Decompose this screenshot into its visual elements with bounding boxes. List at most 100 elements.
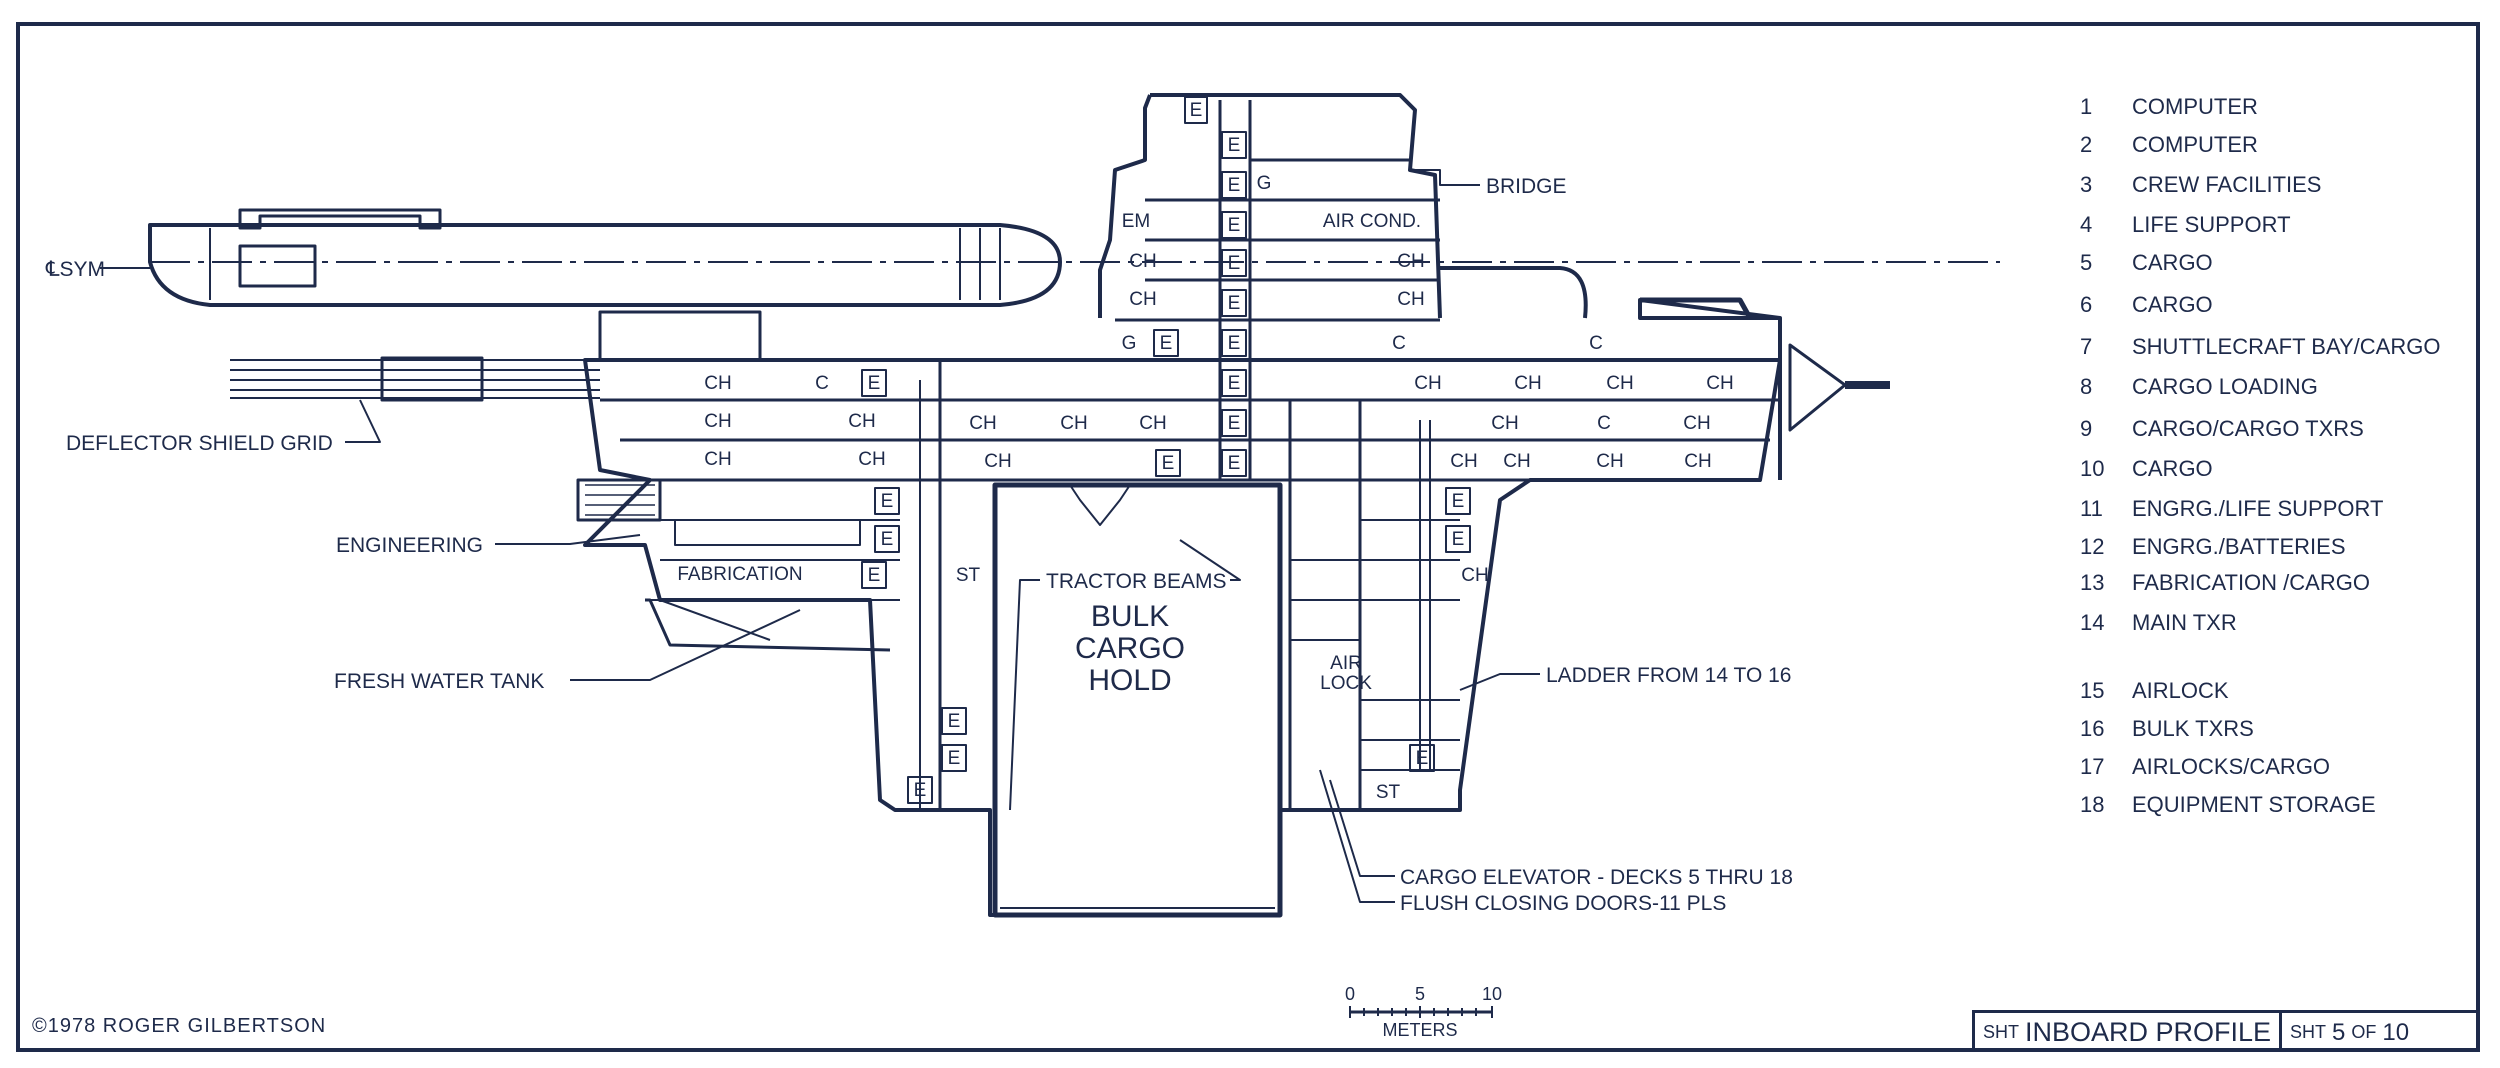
elevator-e: E — [1228, 253, 1241, 274]
room-ch: CH — [1129, 289, 1156, 310]
legend-number: 8 — [2080, 374, 2093, 399]
copyright-notice: ©1978 ROGER GILBERTSON — [32, 1015, 327, 1037]
room-ch: CH — [848, 411, 875, 432]
bulk-cargo-label: HOLD — [1088, 664, 1171, 697]
callout-leaders — [100, 169, 1540, 903]
room-ch: CH — [1060, 413, 1087, 434]
room-ch: CH — [1683, 413, 1710, 434]
legend-text: CARGO — [2132, 250, 2213, 275]
room-st: ST — [1376, 782, 1401, 803]
room-ch: CH — [704, 449, 731, 470]
elevator-e: E — [1160, 333, 1173, 354]
legend-number: 18 — [2080, 792, 2105, 817]
room-ch: CH — [1397, 289, 1424, 310]
elevator-e: E — [1228, 373, 1241, 394]
legend-text: CARGO/CARGO TXRS — [2132, 416, 2364, 441]
room-c: C — [1392, 333, 1406, 354]
legend-number: 7 — [2080, 334, 2093, 359]
room-air-lock: LOCK — [1320, 673, 1372, 694]
elevator-e: E — [1228, 215, 1241, 236]
sheet-of: OF — [2351, 1022, 2377, 1042]
room-c: C — [1597, 413, 1611, 434]
elevator-e: E — [1228, 413, 1241, 434]
room-ch: CH — [704, 373, 731, 394]
room-c: C — [1589, 333, 1603, 354]
legend-text: COMPUTER — [2132, 132, 2258, 157]
scale-tick-label: 5 — [1415, 984, 1425, 1004]
legend-number: 4 — [2080, 212, 2093, 237]
callout-labels: BRIDGE ℄SYM DEFLECTOR SHIELD GRID ENGINE… — [45, 175, 1793, 915]
legend-number: 11 — [2080, 496, 2103, 521]
legend-text: EQUIPMENT STORAGE — [2132, 792, 2376, 817]
title-block: SHT INBOARD PROFILE SHT 5 OF 10 — [1972, 1010, 2480, 1052]
legend-text: ENGRG./LIFE SUPPORT — [2132, 496, 2384, 521]
callout-cargo-elevator: CARGO ELEVATOR - DECKS 5 THRU 18 — [1400, 866, 1793, 889]
legend-text: CARGO — [2132, 292, 2213, 317]
room-ch: CH — [1491, 413, 1518, 434]
title-cell: SHT INBOARD PROFILE — [1975, 1013, 2283, 1052]
elevator-e: E — [1452, 491, 1465, 512]
title-prefix: SHT — [1983, 1022, 2019, 1042]
room-fabrication: FABRICATION — [677, 564, 802, 585]
callout-ladder: LADDER FROM 14 TO 16 — [1546, 664, 1791, 687]
sheet-title: INBOARD PROFILE — [2025, 1017, 2272, 1047]
legend-number: 9 — [2080, 416, 2093, 441]
room-ch: CH — [1397, 251, 1424, 272]
room-ch: CH — [704, 411, 731, 432]
elevator-boxes: E E E E E E E E E E E E E E E E E E E — [861, 96, 1471, 804]
warp-nacelle — [148, 208, 2000, 307]
elevator-e: E — [868, 565, 881, 586]
legend-number: 12 — [2080, 534, 2105, 559]
legend-text: SHUTTLECRAFT BAY/CARGO — [2132, 334, 2441, 359]
legend-number: 6 — [2080, 292, 2093, 317]
room-ch: CH — [1450, 451, 1477, 472]
room-ch: CH — [1606, 373, 1633, 394]
room-ch: CH — [1129, 251, 1156, 272]
scale-bar: 0 5 10 METERS — [1345, 984, 1502, 1040]
scale-tick-label: 0 — [1345, 984, 1355, 1004]
room-em: EM — [1122, 211, 1151, 232]
legend-text: FABRICATION /CARGO — [2132, 570, 2370, 595]
elevator-e: E — [1228, 333, 1241, 354]
bulk-cargo-label: BULK — [1091, 600, 1169, 633]
room-ch: CH — [1706, 373, 1733, 394]
bulk-cargo-label: CARGO — [1075, 632, 1185, 665]
bridge-tower — [1098, 93, 1588, 480]
callout-flush-doors: FLUSH CLOSING DOORS-11 PLS — [1400, 892, 1726, 915]
room-ch: CH — [858, 449, 885, 470]
legend-number: 1 — [2080, 94, 2093, 119]
legend-number: 2 — [2080, 132, 2093, 157]
legend-text: ENGRG./BATTERIES — [2132, 534, 2346, 559]
elevator-e: E — [1190, 100, 1203, 121]
room-ch: CH — [1139, 413, 1166, 434]
elevator-e: E — [1452, 529, 1465, 550]
elevator-e: E — [1162, 453, 1175, 474]
legend-text: MAIN TXR — [2132, 610, 2237, 635]
elevator-e: E — [1416, 748, 1429, 769]
drawing-border — [16, 22, 2480, 1052]
legend-text: CREW FACILITIES — [2132, 172, 2322, 197]
sheet-label: SHT — [2290, 1022, 2327, 1042]
room-ch: CH — [969, 413, 996, 434]
room-ch: CH — [1684, 451, 1711, 472]
elevator-e: E — [881, 491, 894, 512]
elevator-e: E — [1228, 293, 1241, 314]
elevator-e: E — [948, 748, 961, 769]
scale-tick-label: 10 — [1482, 984, 1502, 1004]
sheet-total: 10 — [2382, 1018, 2410, 1046]
legend-number: 14 — [2080, 610, 2105, 635]
legend-number: 10 — [2080, 456, 2105, 481]
room-ch: CH — [984, 451, 1011, 472]
elevator-e: E — [881, 529, 894, 550]
legend-text: LIFE SUPPORT — [2132, 212, 2291, 237]
callout-deflector: DEFLECTOR SHIELD GRID — [66, 432, 333, 455]
legend-text: CARGO — [2132, 456, 2213, 481]
sheet-number: 5 — [2332, 1018, 2346, 1046]
legend-number: 17 — [2080, 754, 2105, 779]
room-ch: CH — [1514, 373, 1541, 394]
elevator-e: E — [1228, 175, 1241, 196]
scale-unit: METERS — [1382, 1020, 1457, 1040]
callout-bridge: BRIDGE — [1486, 175, 1567, 198]
room-st: ST — [956, 565, 981, 586]
